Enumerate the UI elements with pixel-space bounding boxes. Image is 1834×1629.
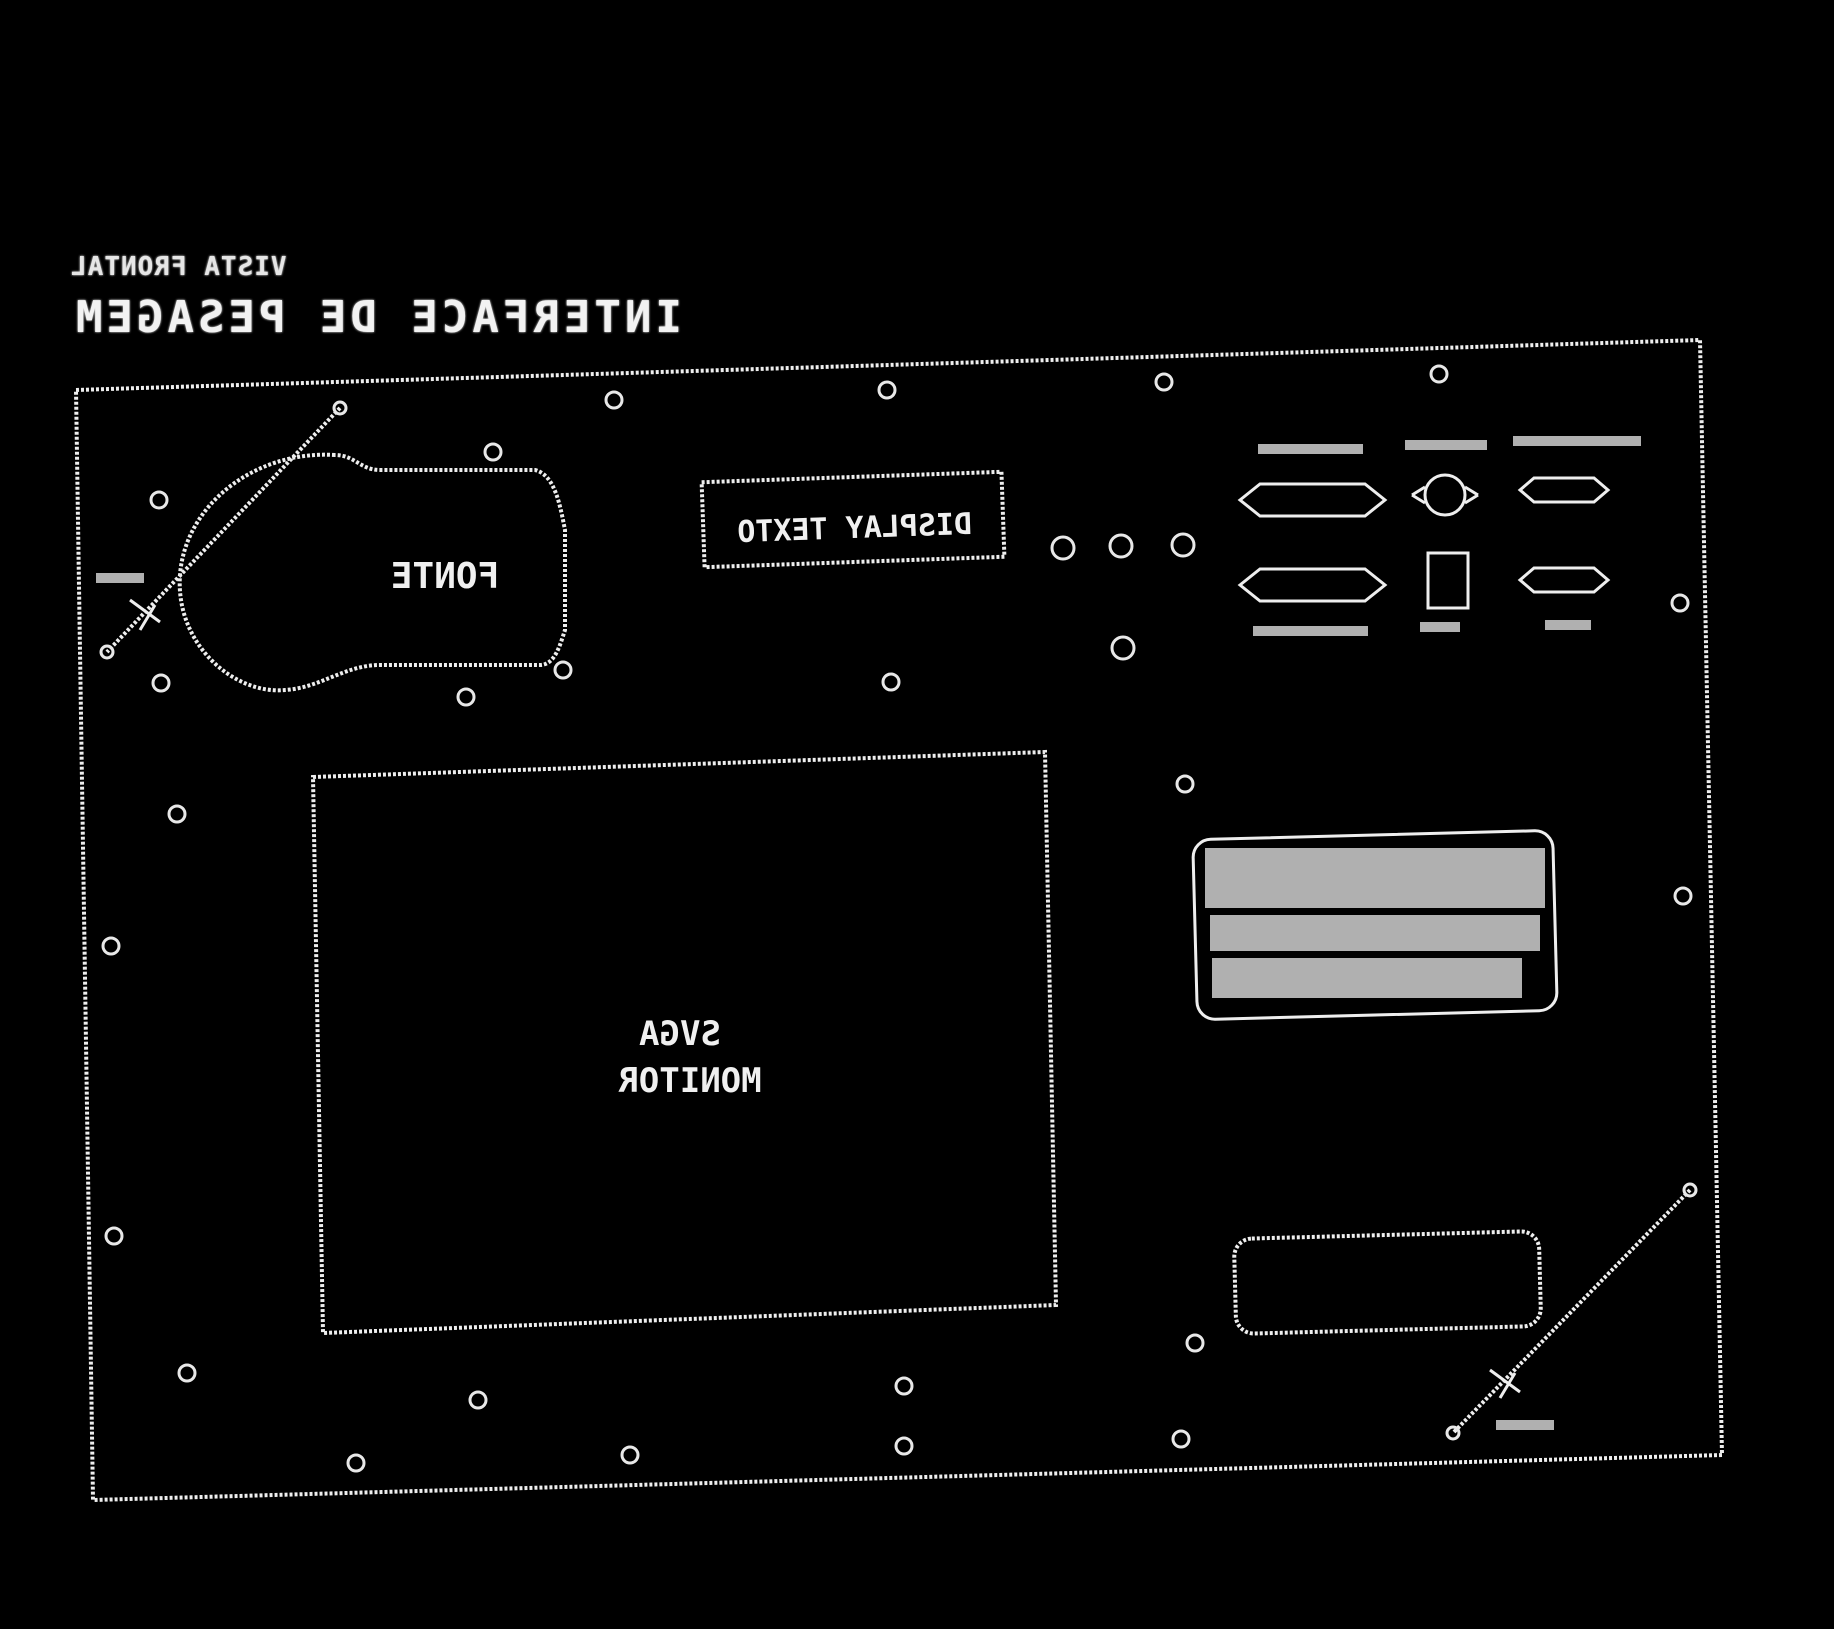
mounting-screw <box>1670 593 1690 613</box>
indicator-led <box>1108 533 1134 559</box>
mounting-screw <box>346 1453 366 1473</box>
indicator-led <box>1110 635 1136 661</box>
indicator-led <box>1170 532 1196 558</box>
monitor-label-line2: MONITOR <box>618 1061 762 1101</box>
monitor-label-line1: SVGA <box>639 1014 721 1054</box>
left-pivot-point <box>332 400 348 416</box>
mounting-screws <box>101 364 1693 1473</box>
mounting-screw <box>894 1376 914 1396</box>
power-source-outline <box>177 452 567 693</box>
db9-connector-top <box>1517 476 1611 504</box>
mounting-screw <box>177 1363 197 1383</box>
right-pivot-marking <box>1496 1420 1554 1430</box>
left-diagonal-line <box>105 406 342 654</box>
indicator-led <box>1050 535 1076 561</box>
mounting-screw <box>1429 364 1449 384</box>
text-display-window <box>699 469 1007 570</box>
left-pivot-point-lower <box>99 644 115 660</box>
connector-label-marking <box>1405 440 1487 450</box>
mounting-screw <box>894 1436 914 1456</box>
mounting-screw <box>483 442 503 462</box>
left-pivot-marking <box>96 573 144 583</box>
db9-connector-bottom <box>1517 566 1611 594</box>
mounting-screw <box>881 672 901 692</box>
mounting-screw <box>149 490 169 510</box>
power-source-label: FONTE <box>391 556 499 597</box>
connector-label-marking <box>1253 626 1368 636</box>
right-pivot-point-lower <box>1445 1425 1461 1441</box>
plate-marking <box>1212 958 1522 998</box>
plate-border <box>1191 829 1559 1021</box>
right-pivot-cross <box>1489 1368 1521 1399</box>
mounting-screw <box>456 687 476 707</box>
round-connector-wings <box>1411 485 1479 505</box>
right-pivot-point <box>1682 1182 1698 1198</box>
mounting-screw <box>1154 372 1174 392</box>
connector-label-marking <box>1545 620 1591 630</box>
mounting-screw <box>104 1226 124 1246</box>
monitor-opening <box>310 749 1059 1336</box>
connector-label-marking <box>1258 444 1363 454</box>
text-display-label: DISPLAY TEXTO <box>737 507 973 550</box>
mounting-screw <box>1171 1429 1191 1449</box>
mounting-screw <box>620 1445 640 1465</box>
mounting-screw <box>553 660 573 680</box>
rectangular-connector <box>1426 551 1470 610</box>
mounting-screw <box>1175 774 1195 794</box>
connector-label-marking <box>1513 436 1641 446</box>
indicator-group <box>1050 532 1196 661</box>
mounting-screw <box>877 380 897 400</box>
mounting-screw <box>167 804 187 824</box>
mounting-screw <box>101 936 121 956</box>
mounting-screw <box>1673 886 1693 906</box>
right-diagonal-line <box>1451 1188 1692 1435</box>
plate-marking <box>1210 915 1540 951</box>
connector-cluster <box>1237 436 1641 636</box>
db25-connector-bottom <box>1237 567 1388 603</box>
mounting-screw <box>468 1390 488 1410</box>
plate-marking <box>1205 848 1545 908</box>
identification-plate <box>1191 829 1559 1021</box>
db25-connector-top <box>1237 482 1388 518</box>
round-connector <box>1423 473 1467 517</box>
mounting-screw <box>151 673 171 693</box>
connector-label-marking <box>1420 622 1460 632</box>
left-pivot-cross <box>129 598 161 631</box>
mounting-screw <box>1185 1333 1205 1353</box>
lower-window <box>1232 1229 1543 1336</box>
mounting-screw <box>604 390 624 410</box>
